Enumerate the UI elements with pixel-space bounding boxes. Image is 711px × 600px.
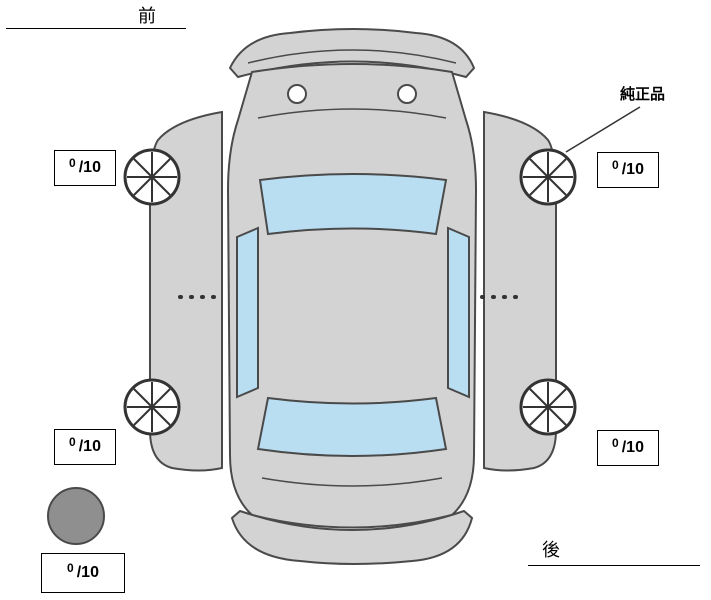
rear-label: 後	[542, 540, 560, 560]
tire-score-rear-left-denominator: /10	[78, 438, 101, 455]
tire-score-front-right-numerator: 0	[612, 158, 619, 172]
tire-score-front-left-numerator: 0	[69, 156, 76, 170]
rear-window	[256, 396, 448, 457]
rear-label-rule	[528, 565, 700, 566]
hood-circle-right	[397, 84, 417, 104]
tire-score-front-left: 0/10	[54, 150, 116, 186]
tire-score-front-left-denominator: /10	[78, 159, 101, 176]
tire-score-spare: 0/10	[41, 553, 125, 593]
genuine-part-label: 純正品	[620, 86, 666, 103]
tire-score-rear-right: 0/10	[597, 430, 659, 466]
front-bumper-trim-line	[247, 49, 457, 64]
hood-circle-left	[287, 84, 307, 104]
wheel-rear-right	[519, 378, 577, 436]
front-label: 前	[138, 6, 156, 26]
side-window-left	[236, 226, 259, 399]
genuine-part-pointer-line	[565, 106, 641, 153]
tire-score-spare-numerator: 0	[67, 561, 74, 575]
tire-score-rear-right-numerator: 0	[612, 436, 619, 450]
trunk-line	[261, 477, 443, 487]
tire-score-spare-denominator: /10	[76, 564, 99, 581]
left-side-panel	[149, 110, 223, 472]
wheel-front-left	[123, 148, 181, 206]
spare-tire-icon	[47, 487, 105, 545]
windshield	[258, 173, 448, 236]
rear-bumper	[230, 509, 474, 565]
front-bumper	[228, 28, 476, 79]
tire-score-front-right: 0/10	[597, 152, 659, 188]
tire-score-rear-left-numerator: 0	[69, 435, 76, 449]
wheel-front-right	[519, 148, 577, 206]
wheel-rear-left	[123, 378, 181, 436]
tire-score-front-right-denominator: /10	[621, 161, 644, 178]
side-window-right	[447, 226, 470, 399]
front-label-rule	[6, 28, 186, 29]
tire-score-rear-right-denominator: /10	[621, 439, 644, 456]
hood-cowl-line	[257, 108, 447, 119]
tire-score-rear-left: 0/10	[54, 429, 116, 465]
car-body	[226, 63, 478, 529]
